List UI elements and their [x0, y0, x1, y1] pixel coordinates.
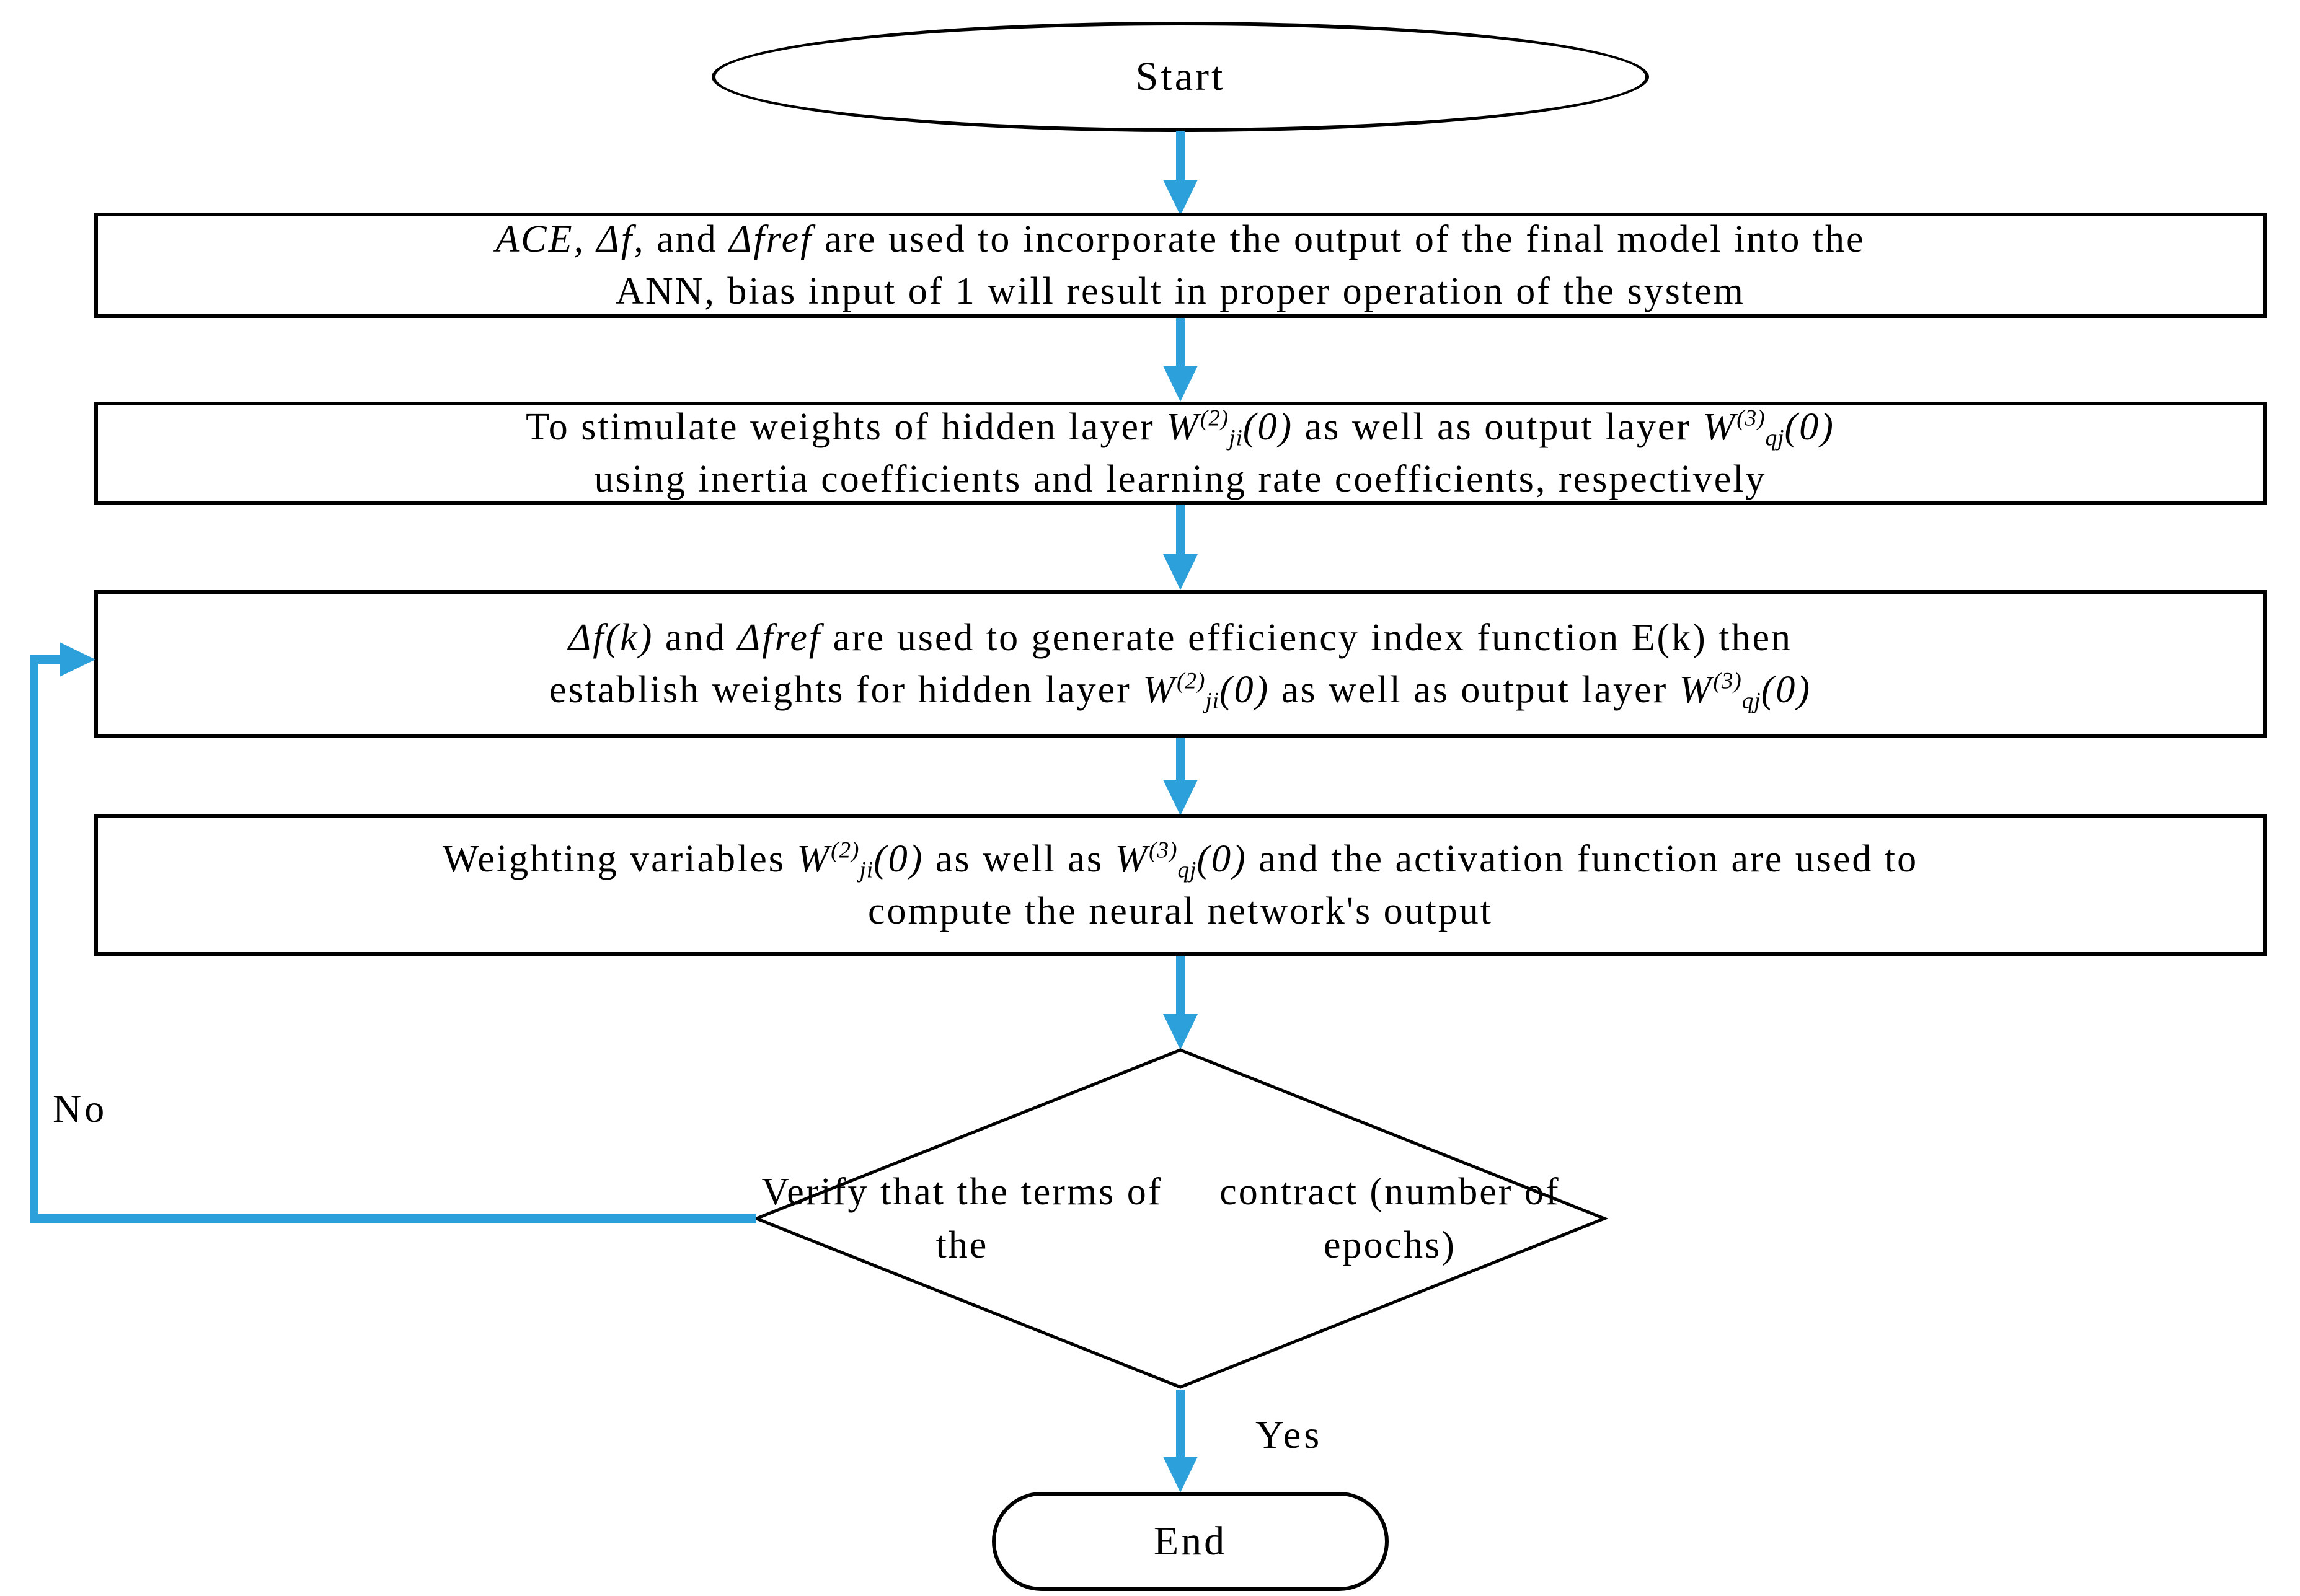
process-step-4-text: Weighting variables W(2)ji(0) as well as… [442, 837, 1919, 932]
arrow-head-icon [1163, 780, 1198, 816]
arrow-head-icon [1163, 366, 1198, 402]
process-step-2-text: To stimulate weights of hidden layer W(2… [526, 405, 1835, 500]
process-step-3: Δf(k) and Δfref are used to generate eff… [94, 590, 2267, 738]
end-node: End [992, 1492, 1389, 1591]
arrow-shaft [1176, 738, 1185, 781]
process-step-4: Weighting variables W(2)ji(0) as well as… [94, 814, 2267, 956]
arrow-head-icon [1163, 1457, 1198, 1492]
arrow-head-icon [1163, 180, 1198, 216]
arrow-shaft [1176, 1390, 1185, 1459]
arrow-head-icon [1163, 1014, 1198, 1050]
no-loop-line-top [30, 655, 62, 664]
process-step-3-text: Δf(k) and Δfref are used to generate eff… [549, 617, 1811, 714]
arrow-shaft [1176, 505, 1185, 557]
diamond-shape [753, 1048, 1608, 1389]
no-loop-arrow-head-icon [60, 642, 95, 677]
no-loop-line-vertical [30, 655, 38, 1223]
process-step-1: ACE, Δf, and Δfref are used to incorpora… [94, 213, 2267, 318]
arrow-shaft [1176, 131, 1185, 181]
process-step-1-text: ACE, Δf, and Δfref are used to incorpora… [495, 218, 1865, 312]
arrow-shaft [1176, 956, 1185, 1015]
decision-diamond [753, 1048, 1608, 1389]
end-label: End [1153, 1519, 1227, 1564]
arrow-shaft [1176, 318, 1185, 368]
start-label: Start [1135, 54, 1226, 99]
no-loop-line-bottom [30, 1214, 756, 1223]
yes-label: Yes [1255, 1413, 1323, 1457]
no-label: No [53, 1087, 108, 1131]
arrow-head-icon [1163, 554, 1198, 590]
start-node: Start [712, 22, 1649, 132]
process-step-2: To stimulate weights of hidden layer W(2… [94, 402, 2267, 505]
